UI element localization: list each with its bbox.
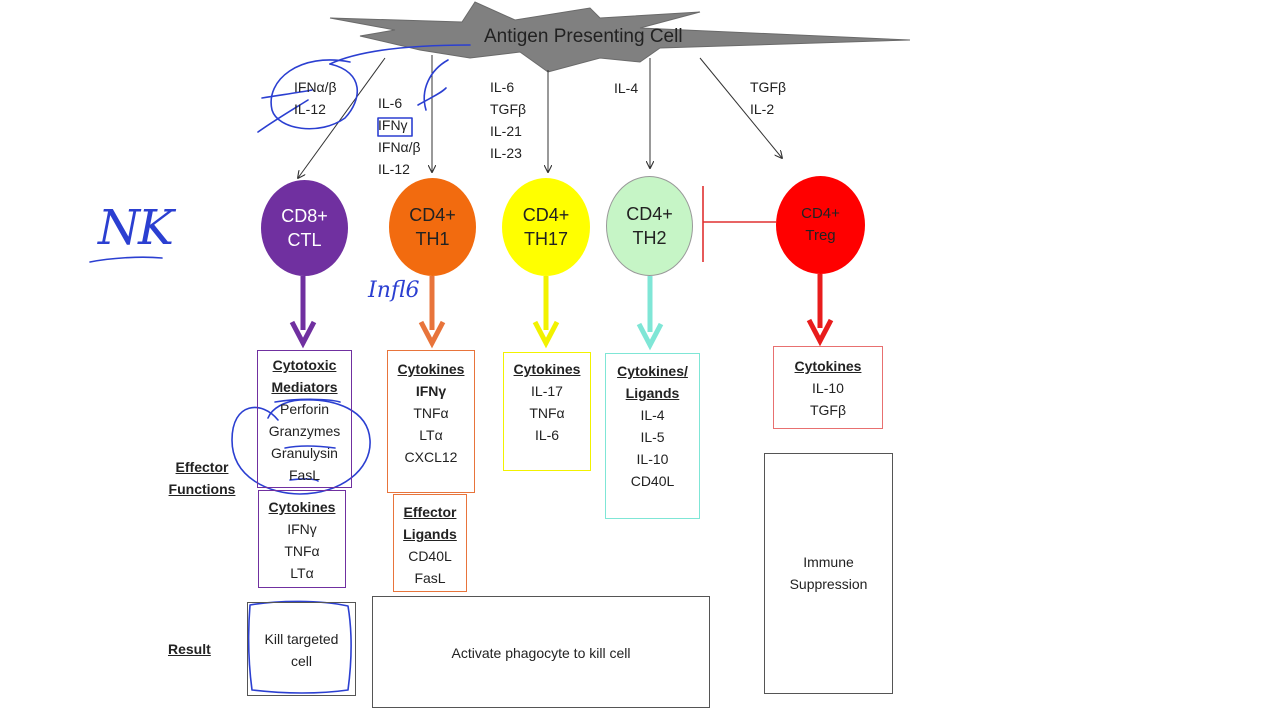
result-text: Kill targeted	[264, 631, 339, 647]
box-item: TNFα	[529, 405, 565, 421]
cell-cd8-ctl: CD8+ CTL	[261, 180, 348, 276]
box-heading: Cytokines/	[617, 363, 688, 379]
signal-label: IFNγ	[378, 117, 408, 133]
result-ctl-box: Kill targeted cell	[247, 602, 356, 696]
box-heading: Mediators	[271, 379, 338, 395]
box-item: TNFα	[284, 543, 320, 559]
th1-ligands-box: Effector Ligands CD40L FasL	[393, 494, 467, 592]
signal-label: TGFβ	[490, 101, 527, 117]
cell-label: CD8+	[281, 206, 328, 226]
box-item: IFNγ	[287, 521, 317, 537]
signal-label: IFNα/β	[294, 79, 337, 95]
handwritten-infl: Infl6	[368, 278, 420, 303]
cell-label: TH17	[523, 229, 568, 249]
treg-cytokines-box: Cytokines IL-10 TGFβ	[773, 346, 883, 429]
result-label: Result	[168, 641, 211, 657]
cell-label: TH1	[415, 229, 450, 249]
signal-label: IL-12	[378, 161, 410, 177]
handwritten-nk: NK	[98, 200, 174, 256]
signal-label: IL-12	[294, 101, 326, 117]
box-item: FasL	[414, 570, 446, 586]
row-label-line: Effector	[175, 459, 229, 475]
signals-ctl: IFNα/β IL-12	[294, 76, 337, 120]
apc-label: Antigen Presenting Cell	[484, 26, 683, 47]
box-item: FasL	[288, 467, 321, 483]
box-heading: Ligands	[403, 526, 457, 542]
box-item: Granulysin	[271, 445, 338, 461]
result-phagocyte-box: Activate phagocyte to kill cell	[372, 596, 710, 708]
signal-label: IL-6	[490, 79, 515, 95]
apc-shape	[329, 1, 911, 73]
box-item: IL-4	[640, 407, 665, 423]
cell-label: CD4+	[522, 205, 570, 225]
signal-label: IL-2	[750, 101, 775, 117]
box-heading: Cytokines	[513, 361, 581, 377]
box-item: TGFβ	[809, 402, 847, 418]
cell-label: CD4+	[801, 205, 840, 222]
ctl-cytokines-box: Cytokines IFNγ TNFα LTα	[258, 490, 346, 588]
signal-label: IFNα/β	[378, 139, 421, 155]
signal-label: IL-21	[490, 123, 522, 139]
signals-treg: TGFβ IL-2	[750, 76, 786, 120]
box-item: IFNγ	[415, 383, 447, 399]
box-heading: Cytokines	[268, 499, 336, 515]
cell-label: CD4+	[409, 205, 456, 225]
cell-cd4-treg: CD4+ Treg	[776, 176, 865, 274]
signal-label: TGFβ	[750, 79, 787, 95]
box-heading: Ligands	[625, 385, 680, 401]
effector-functions-label: Effector Functions	[162, 456, 242, 500]
box-item: IL-5	[640, 429, 665, 445]
signal-label: IL-23	[490, 145, 522, 161]
th17-cytokines-box: Cytokines IL-17 TNFα IL-6	[503, 352, 591, 471]
arrow-apc-ctl	[298, 57, 386, 178]
box-heading: Cytotoxic	[272, 357, 337, 373]
row-label-line: Functions	[168, 481, 236, 497]
box-item: Perforin	[279, 401, 330, 417]
th2-cytokines-box: Cytokines/ Ligands IL-4 IL-5 IL-10 CD40L	[605, 353, 700, 519]
thick-arrow-th17	[532, 276, 560, 349]
box-heading: Cytokines	[794, 358, 862, 374]
signal-label: IL-4	[614, 80, 639, 96]
result-text: cell	[290, 653, 312, 669]
result-text: Activate phagocyte to kill cell	[451, 645, 631, 661]
thick-arrow-th1	[418, 276, 446, 349]
cell-cd4-th17: CD4+ TH17	[502, 178, 590, 276]
th1-cytokines-box: Cytokines IFNγ TNFα LTα CXCL12	[387, 350, 475, 493]
box-item: IL-17	[531, 383, 563, 399]
cell-cd4-th2: CD4+ TH2	[606, 176, 693, 276]
box-item: LTα	[290, 565, 314, 581]
box-item: IL-10	[636, 451, 669, 467]
signals-th17: IL-6 TGFβ IL-21 IL-23	[490, 76, 526, 164]
box-item: CD40L	[630, 473, 675, 489]
box-heading: Cytokines	[397, 361, 465, 377]
box-item: IL-10	[812, 380, 844, 396]
signal-label: IL-6	[378, 95, 403, 111]
cell-label: Treg	[805, 227, 836, 244]
box-item: IL-6	[534, 427, 560, 443]
thick-arrow-th2	[636, 276, 664, 351]
cell-label: TH2	[632, 228, 667, 248]
box-item: Granzymes	[268, 423, 341, 439]
box-heading: Effector	[403, 504, 457, 520]
signals-th1: IL-6 IFNγ IFNα/β IL-12	[378, 92, 421, 180]
thick-arrow-treg	[806, 274, 834, 347]
cell-label: CD4+	[626, 204, 673, 224]
box-item: LTα	[419, 427, 443, 443]
cell-cd4-th1: CD4+ TH1	[389, 178, 476, 276]
result-text: Suppression	[789, 576, 868, 592]
ctl-cytotoxic-box: Cytotoxic Mediators Perforin Granzymes G…	[257, 350, 352, 488]
result-text: Immune	[803, 554, 854, 570]
arrow-apc-treg	[699, 57, 782, 158]
box-item: CXCL12	[404, 449, 458, 465]
box-item: CD40L	[408, 548, 452, 564]
result-treg-box: Immune Suppression	[764, 453, 893, 694]
box-item: TNFα	[413, 405, 449, 421]
cell-label: CTL	[287, 230, 322, 250]
thick-arrow-ctl	[289, 276, 317, 349]
signals-th2: IL-4	[614, 77, 638, 99]
